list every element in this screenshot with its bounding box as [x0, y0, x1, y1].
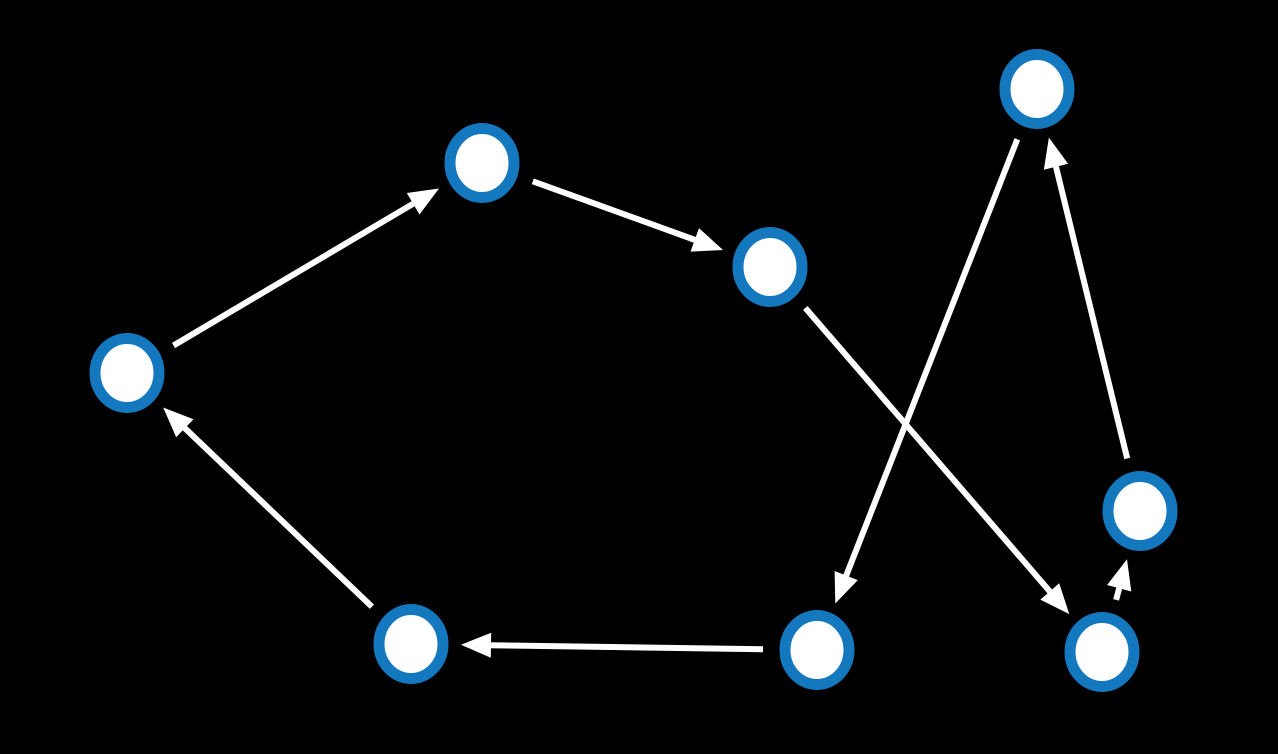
arrowhead-icon	[834, 571, 858, 604]
edge-line	[842, 138, 1021, 579]
arrowhead-icon	[1107, 559, 1132, 592]
edge-n6-n4	[163, 407, 374, 609]
graph-node-n1	[999, 49, 1075, 129]
edge-n7-n6	[461, 632, 764, 658]
edge-line	[1052, 164, 1131, 460]
arrowhead-icon	[1043, 137, 1069, 170]
edge-line	[488, 642, 764, 653]
edge-line	[1113, 585, 1123, 601]
arrowhead-icon	[690, 228, 723, 252]
graph-node-n5	[1102, 471, 1178, 551]
edge-n4-n2	[171, 188, 439, 349]
edge-n1-n7	[834, 138, 1021, 604]
graph-node-n3	[732, 227, 808, 307]
graph-node-n8	[1064, 612, 1140, 692]
edge-n2-n3	[531, 178, 723, 252]
arrowhead-icon	[1040, 583, 1070, 615]
arrowhead-icon	[406, 188, 439, 215]
graph-node-n7	[779, 610, 855, 690]
edge-n5-n1	[1043, 137, 1131, 460]
edge-line	[181, 424, 374, 609]
graph-node-n2	[444, 123, 520, 203]
graph-node-n6	[373, 604, 449, 684]
arrowhead-icon	[163, 407, 194, 438]
arrowhead-icon	[461, 632, 492, 658]
edge-n8-n5	[1107, 559, 1132, 601]
edge-n3-n8	[803, 305, 1070, 615]
graph-node-n4	[89, 333, 165, 413]
edge-line	[803, 305, 1054, 595]
edge-line	[531, 178, 698, 244]
edge-line	[171, 200, 417, 349]
